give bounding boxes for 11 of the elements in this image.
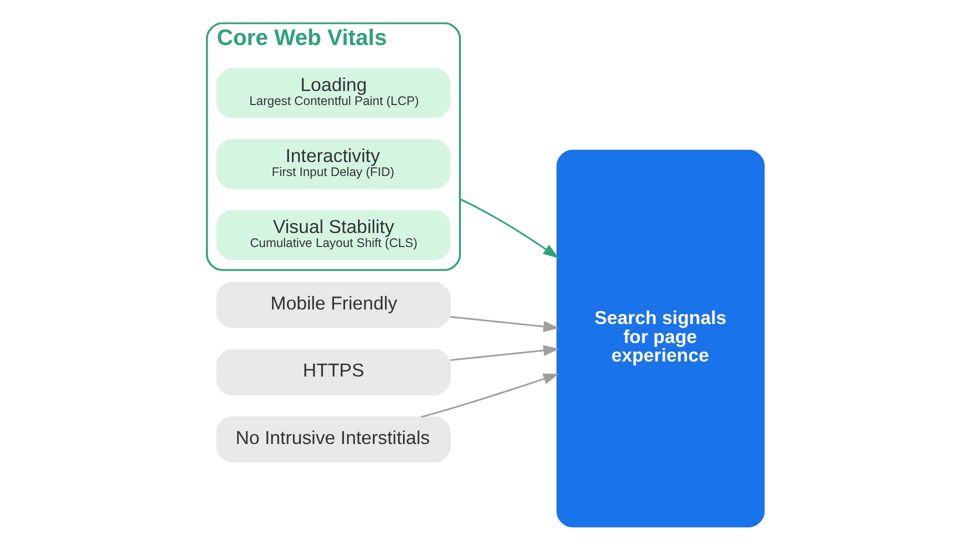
- node-box: HTTPS: [216, 349, 450, 396]
- node-box: Loading Largest Contentful Paint (LCP): [216, 68, 450, 118]
- node-box: Interactivity First Input Delay (FID): [216, 139, 450, 189]
- node-box: No Intrusive Interstitials: [216, 416, 450, 463]
- node-box: Mobile Friendly: [216, 282, 450, 328]
- node-box: Search signals for page experience: [556, 150, 764, 528]
- arrow: [420, 374, 559, 418]
- node-box: Visual Stability Cumulative Layout Shift (CLS): [216, 210, 450, 260]
- arrow: [449, 345, 559, 362]
- arrow: [459, 198, 558, 258]
- arrow: [449, 316, 559, 332]
